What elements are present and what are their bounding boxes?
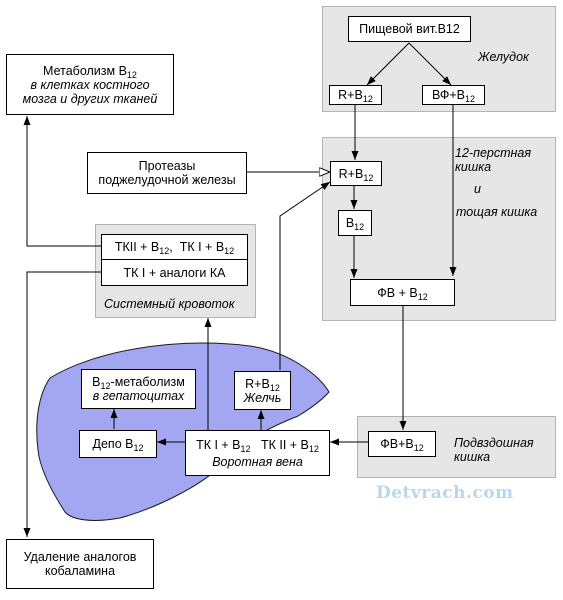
portal-tcii-sub: 12 xyxy=(308,443,319,454)
arrow-systemic-to-removal xyxy=(23,271,101,537)
portal-tci-label: ТК I + B xyxy=(196,437,241,452)
depot-label: Депо B xyxy=(92,437,134,451)
if-b12-ileum-label: ФВ+B xyxy=(380,437,414,451)
if-b12-ileum-box: ФВ+B12 xyxy=(368,431,436,457)
systemic-sep: , xyxy=(169,240,173,254)
bile-box: R+B12 Желчь xyxy=(234,371,291,410)
metabolism-title: Метаболизм B xyxy=(43,63,127,78)
proteases-line2: поджелудочной железы xyxy=(98,173,236,187)
hepatocyte-box: B12-метаболизм в гепатоцитах xyxy=(81,369,196,409)
metabolism-line3: мозга и других тканей xyxy=(22,91,158,106)
removal-line1: Удаление аналогов xyxy=(23,550,137,564)
proteases-line1: Протеазы xyxy=(138,159,196,173)
ileum-label-2: кишка xyxy=(454,450,491,464)
bile-label: Желчь xyxy=(243,390,282,405)
bile-r-b12: R+B xyxy=(245,376,270,391)
hepatocyte-sub: 12 xyxy=(100,381,111,391)
r-b12-duodenum-sub: 12 xyxy=(363,172,374,183)
metabolism-box: Метаболизм B12 в клетках костного мозга … xyxy=(6,54,174,115)
proteases-box: Протеазы поджелудочной железы xyxy=(87,152,247,194)
systemic-analogs-label: ТК I + аналоги КА xyxy=(123,265,226,280)
hepatocyte-rest: -метаболизм xyxy=(110,375,185,389)
jejunum-label: тощая кишка xyxy=(456,205,538,219)
arrow-bile-to-duodenum xyxy=(279,181,331,370)
if-b12-stomach-box: ВФ+B12 xyxy=(422,85,485,105)
stomach-label: Желудок xyxy=(478,50,529,64)
bile-sub: 12 xyxy=(269,382,280,393)
r-b12-stomach-label: R+B xyxy=(338,88,363,102)
watermark: Detvrach.com xyxy=(376,483,514,503)
portal-vein-box: ТК I + B12 ТК II + B12 Воротная вена xyxy=(185,430,330,476)
systemic-tcii-sub: 12 xyxy=(159,246,170,256)
systemic-tci-label: ТК I + B xyxy=(179,240,225,254)
removal-box: Удаление аналогов кобаламина xyxy=(6,539,154,589)
portal-vein-label: Воротная вена xyxy=(212,454,303,469)
r-b12-duodenum-label: R+B xyxy=(338,166,364,181)
removal-line2: кобаламина xyxy=(44,564,116,578)
r-b12-stomach-box: R+B12 xyxy=(329,85,382,105)
r-b12-stomach-sub: 12 xyxy=(362,94,373,104)
if-b12-stomach-sub: 12 xyxy=(465,94,476,104)
if-b12-jejunum-sub: 12 xyxy=(417,291,428,302)
systemic-tci-sub: 12 xyxy=(224,246,235,256)
dietary-b12-box: Пищевой вит.В12 xyxy=(348,16,471,42)
systemic-tcii-label: ТКII + B xyxy=(114,240,160,254)
duodenum-label-2: кишка xyxy=(455,160,492,174)
arrow-dietary-to-if xyxy=(408,42,452,86)
if-b12-ileum-sub: 12 xyxy=(413,443,424,453)
systemic-label: Системный кровоток xyxy=(104,297,235,311)
if-b12-jejunum-label: ФВ + B xyxy=(377,285,418,300)
b12-free-sub: 12 xyxy=(354,222,365,232)
arrow-dietary-to-r xyxy=(366,42,410,86)
hepatocyte-b: B xyxy=(92,375,101,389)
b12-free-label: B xyxy=(345,216,355,230)
systemic-top-box: ТКII + B12, ТК I + B12 xyxy=(101,234,248,260)
systemic-bottom-box: ТК I + аналоги КА xyxy=(101,259,248,286)
if-b12-jejunum-box: ФВ + B12 xyxy=(350,279,455,306)
portal-tcii-label: ТК II + B xyxy=(260,437,309,452)
r-b12-duodenum-box: R+B12 xyxy=(330,161,382,186)
dietary-b12-label: Пищевой вит.В12 xyxy=(359,22,460,36)
depot-box: Депо B12 xyxy=(79,430,157,458)
arrow-systemic-to-metabolism xyxy=(23,116,101,247)
portal-tci-sub: 12 xyxy=(240,443,251,454)
metabolism-title-sub: 12 xyxy=(126,69,137,80)
hepatocyte-line2: в гепатоцитах xyxy=(92,389,185,403)
and-label: и xyxy=(474,182,481,196)
duodenum-label-1: 12-перстная xyxy=(455,146,532,160)
if-b12-stomach-label: ВФ+B xyxy=(431,88,466,102)
b12-free-box: B12 xyxy=(338,210,372,236)
metabolism-line2: в клетках костного xyxy=(30,77,150,92)
depot-sub: 12 xyxy=(133,443,144,453)
ileum-label-1: Подвздошная xyxy=(454,436,534,450)
